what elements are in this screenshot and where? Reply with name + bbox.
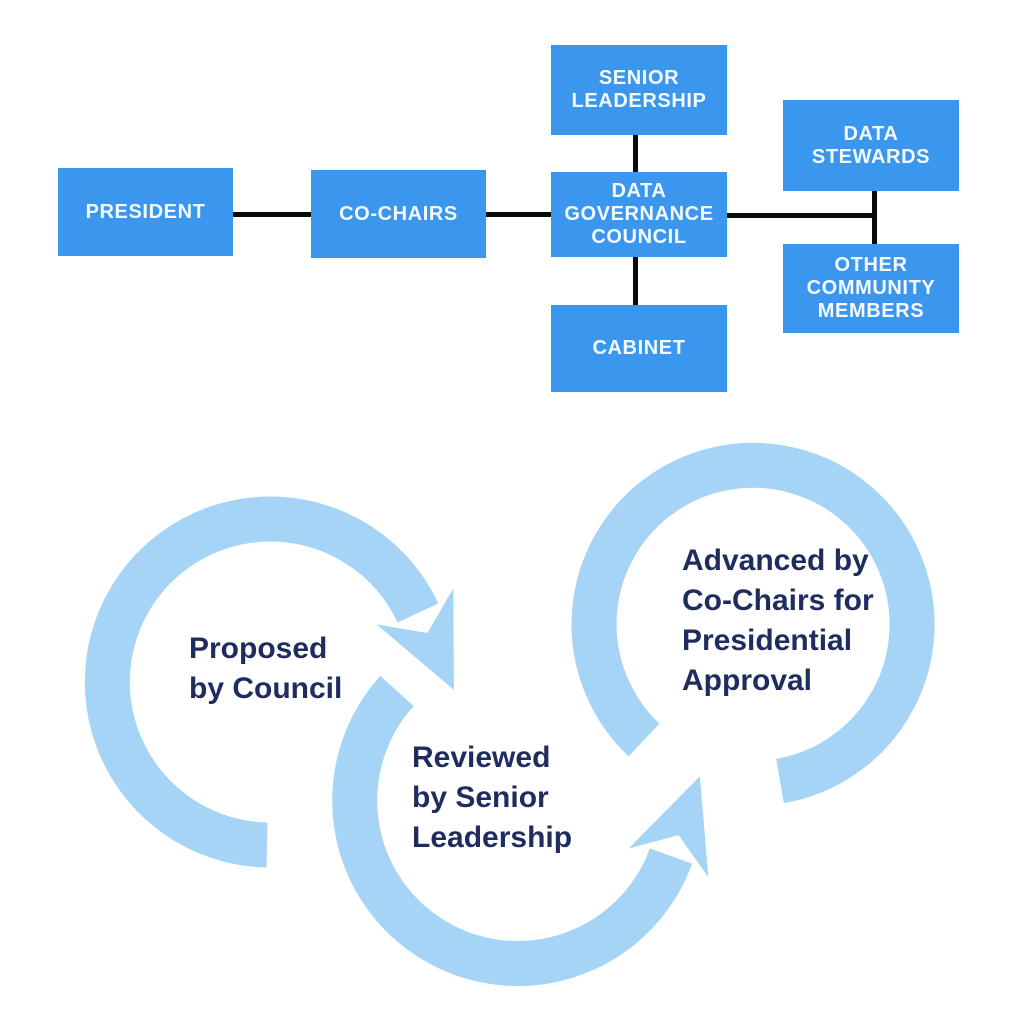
connector-council-cabinet xyxy=(633,257,638,305)
flow-step-proposed-label: Proposed by Council xyxy=(189,632,343,705)
org-box-data-stewards: DATA STEWARDS xyxy=(783,100,959,191)
connector-council-right-group xyxy=(727,213,877,218)
connector-stewards-members xyxy=(872,191,877,244)
connector-cochairs-council xyxy=(486,212,551,217)
org-box-co-chairs: CO-CHAIRS xyxy=(311,170,486,258)
org-box-data-governance-council: DATA GOVERNANCE COUNCIL xyxy=(551,172,727,257)
cycle-arrow-proposed xyxy=(84,496,455,868)
flow-step-reviewed-label: Reviewed by Senior Leadership xyxy=(412,741,573,854)
org-box-senior-leadership: SENIOR LEADERSHIP xyxy=(551,45,727,135)
org-box-cabinet: CABINET xyxy=(551,305,727,392)
org-box-president: PRESIDENT xyxy=(58,168,233,256)
cycle-ring-advanced xyxy=(571,442,935,804)
connector-president-cochairs xyxy=(233,212,311,217)
org-box-other-community-members: OTHER COMMUNITY MEMBERS xyxy=(783,244,959,333)
flow-step-advanced-label: Advanced by Co-Chairs for Presidential A… xyxy=(682,544,874,697)
cycle-arrow-reviewed xyxy=(332,675,709,986)
connector-seniorleadership-council xyxy=(633,135,638,172)
process-flow-graphic xyxy=(84,442,935,986)
